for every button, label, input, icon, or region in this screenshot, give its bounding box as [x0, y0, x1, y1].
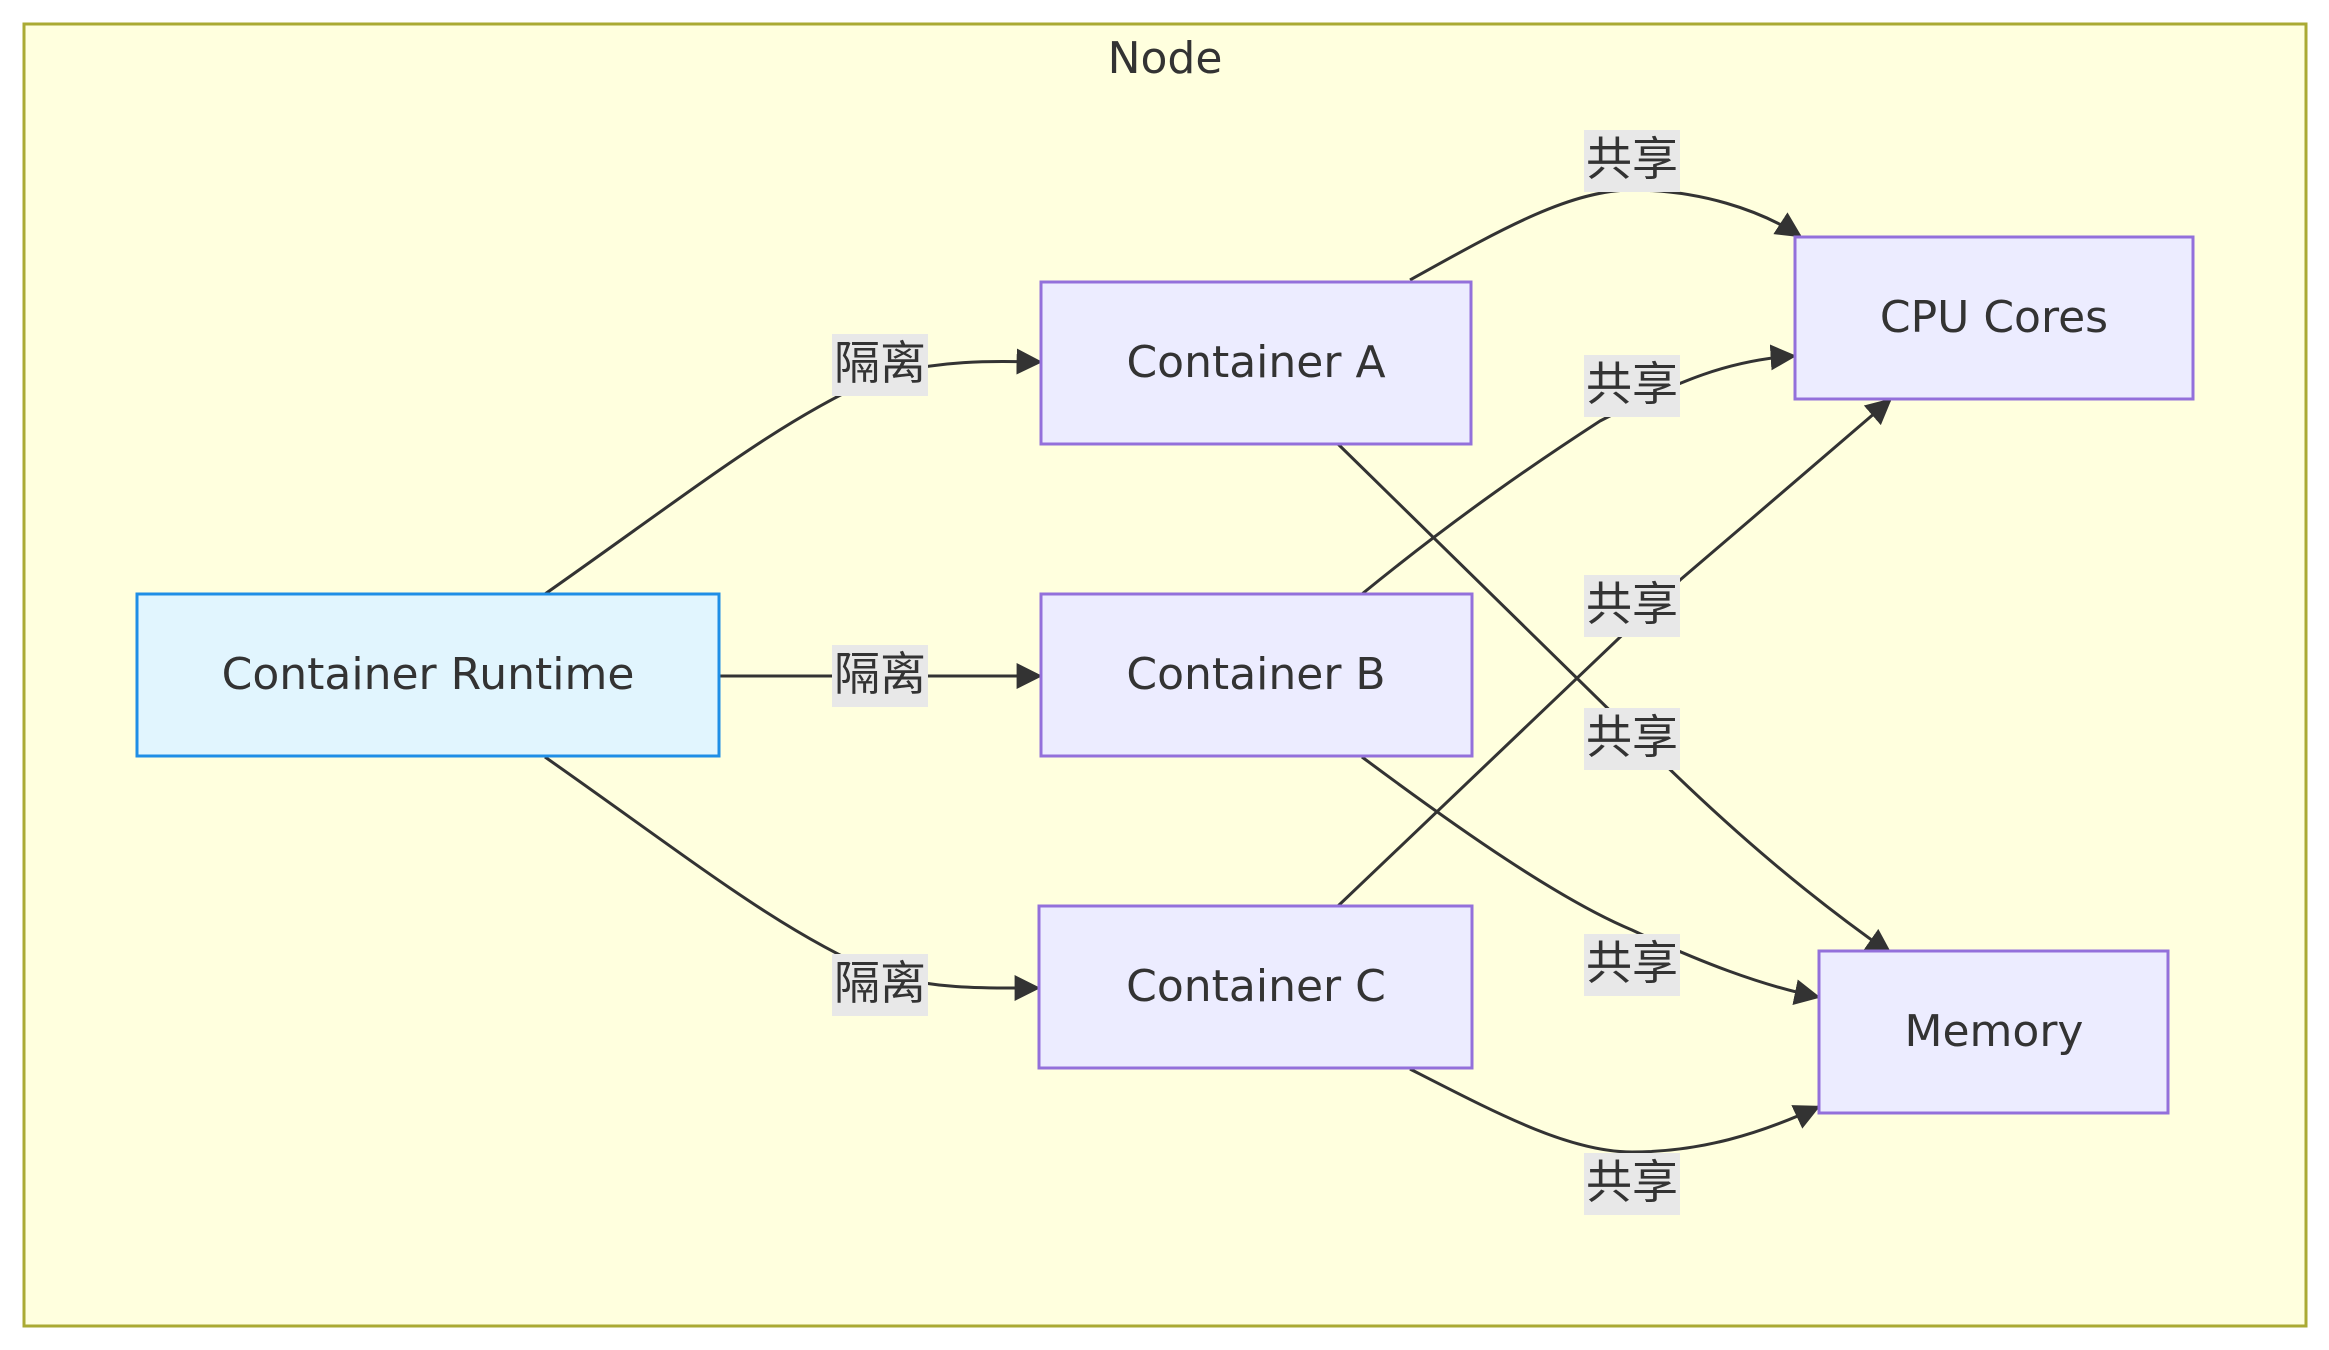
edge-label-bg [1584, 575, 1680, 637]
edge-label-bg [1584, 130, 1680, 192]
edge-label-bg [1584, 708, 1680, 770]
edge-label-text: 共享 [1586, 1155, 1678, 1209]
node-memory[interactable]: Memory [1817, 949, 2170, 1115]
cluster-title: Node [1108, 33, 1223, 84]
edge-label-text: 共享 [1586, 357, 1678, 411]
edge-container-c-to-memory [1409, 1067, 1821, 1154]
edge-label-container-c-to-cpu: 共享 [1584, 575, 1680, 637]
edge-label-text: 共享 [1586, 936, 1678, 990]
edge-runtime-to-container-a [544, 348, 1043, 596]
node-box [135, 592, 721, 758]
edge-label-bg [1584, 934, 1680, 996]
edge-label-container-b-to-memory: 共享 [1584, 934, 1680, 996]
edge-labels: 隔离 隔离 隔离 共享 共享 共享 共享 共享 [832, 130, 1680, 1215]
node-box [1039, 592, 1474, 758]
node-container-runtime[interactable]: Container Runtime [135, 592, 721, 758]
edge-label-container-c-to-memory: 共享 [1584, 1153, 1680, 1215]
node-container-b[interactable]: Container B [1039, 592, 1474, 758]
node-label: Container C [1126, 961, 1386, 1012]
edge-label-text: 共享 [1586, 132, 1678, 186]
edge-container-b-to-cpu [1361, 344, 1797, 596]
edge-label-text: 共享 [1586, 710, 1678, 764]
edge-label-text: 隔离 [834, 336, 926, 390]
edge-label-runtime-to-container-b: 隔离 [832, 645, 928, 707]
node-label: Container A [1126, 337, 1385, 388]
node-box [1039, 280, 1473, 446]
node-box [1817, 949, 2170, 1115]
node-box [1037, 904, 1474, 1070]
edge-container-c-to-cpu [1336, 398, 1892, 908]
edge-label-runtime-to-container-a: 隔离 [832, 334, 928, 396]
edge-label-bg [1584, 1153, 1680, 1215]
edge-label-bg [1584, 355, 1680, 417]
edge-label-text: 共享 [1586, 577, 1678, 631]
node-label: Container B [1126, 649, 1385, 700]
node-label: Container Runtime [222, 649, 635, 700]
edge-label-bg [832, 334, 928, 396]
node-container-a[interactable]: Container A [1039, 280, 1473, 446]
edge-label-text: 隔离 [834, 647, 926, 701]
edge-label-container-b-to-cpu: 共享 [1584, 355, 1680, 417]
node-label: Memory [1905, 1006, 2084, 1057]
node-cpu-cores[interactable]: CPU Cores [1793, 235, 2195, 401]
edge-container-b-to-memory [1361, 755, 1821, 1005]
nodes: Container Runtime Container A Container … [135, 235, 2195, 1115]
edge-label-runtime-to-container-c: 隔离 [832, 954, 928, 1016]
node-container-c[interactable]: Container C [1037, 904, 1474, 1070]
edge-label-container-a-to-cpu: 共享 [1584, 130, 1680, 192]
node-box [1793, 235, 2195, 401]
edge-label-text: 隔离 [834, 956, 926, 1010]
node-label: CPU Cores [1880, 292, 2108, 343]
edge-label-bg [832, 954, 928, 1016]
edge-label-bg [832, 645, 928, 707]
edge-label-container-a-to-memory: 共享 [1584, 708, 1680, 770]
